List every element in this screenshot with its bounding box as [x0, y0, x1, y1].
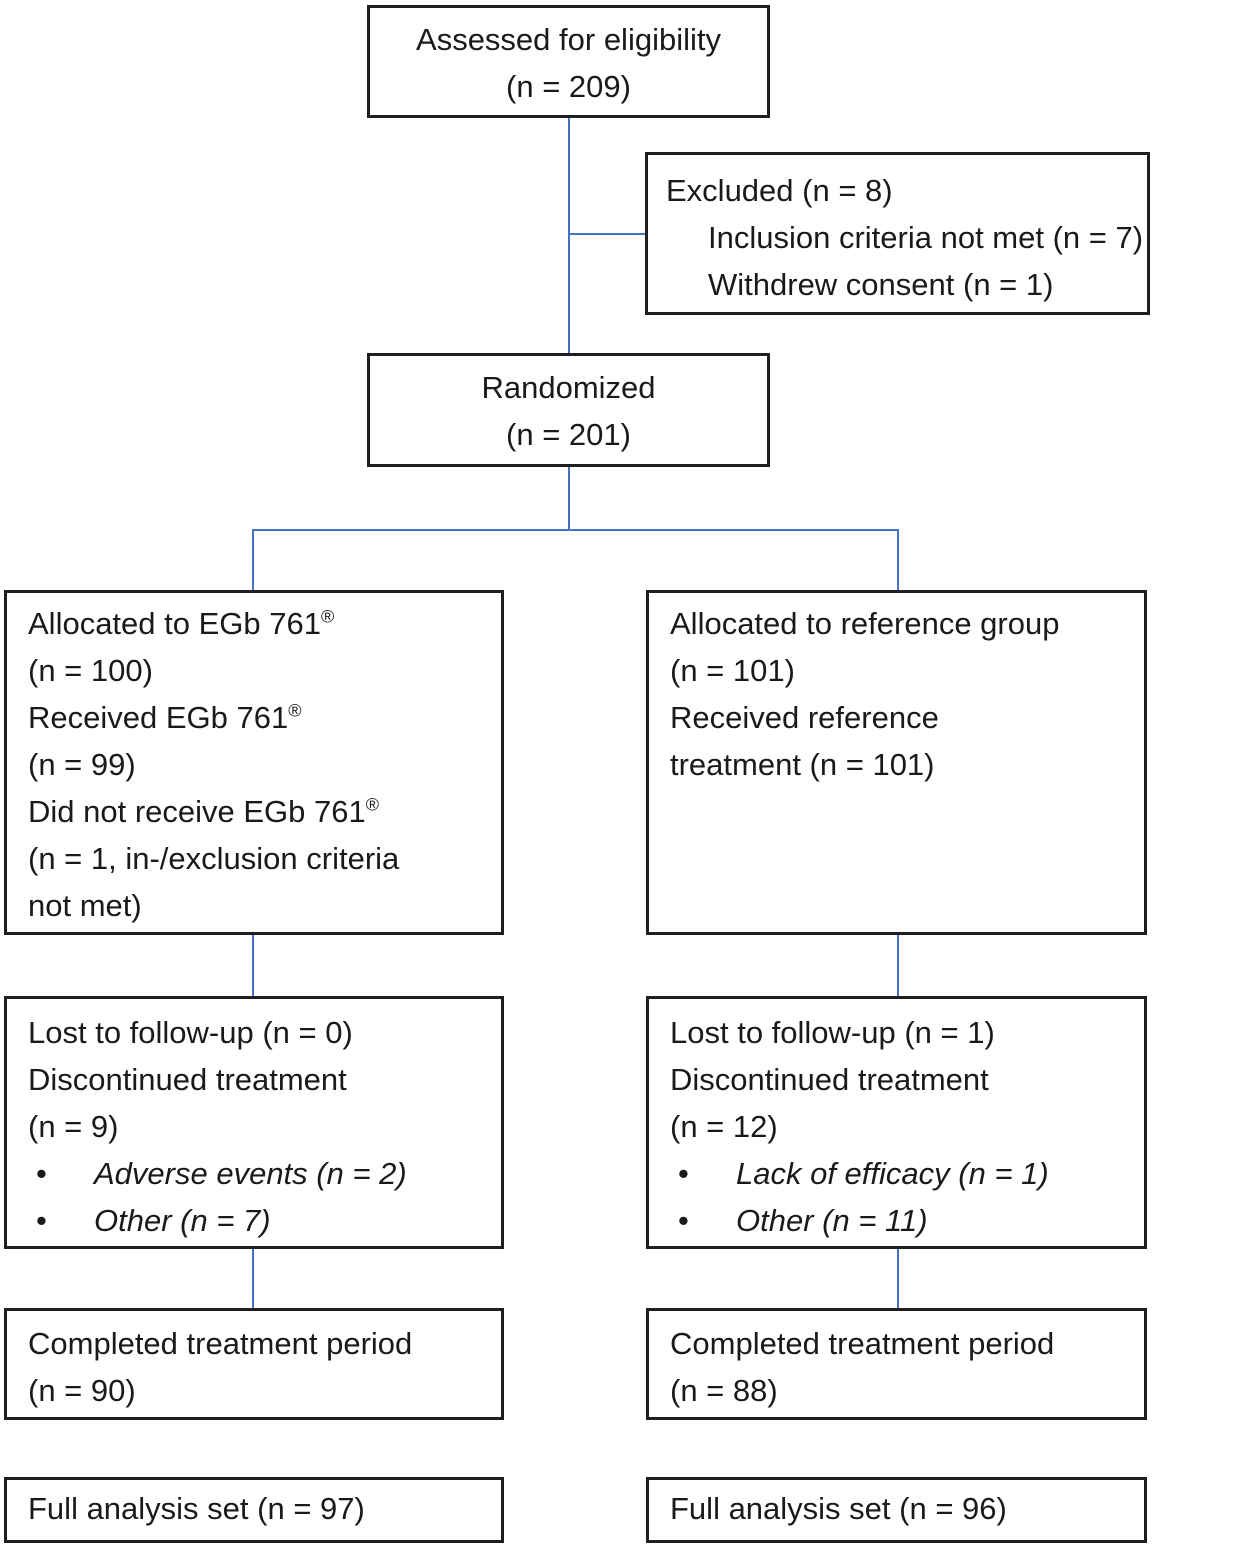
- allocation-line: Allocated to reference group: [670, 606, 1060, 641]
- followup-egb761-box: Lost to follow-up (n = 0) Discontinued t…: [4, 996, 504, 1249]
- connector-allocation-to-followup-left: [252, 935, 254, 996]
- full-analysis-label: Full analysis set (n = 96): [670, 1491, 1007, 1526]
- followup-reason: Lack of efficacy (n = 1): [670, 1150, 1123, 1197]
- completed-count: (n = 90): [28, 1373, 136, 1408]
- allocation-line: Received EGb 761®: [28, 700, 302, 735]
- connector-followup-to-completed-right: [897, 1249, 899, 1308]
- assessed-label: Assessed for eligibility: [416, 22, 721, 57]
- completed-reference-box: Completed treatment period (n = 88): [646, 1308, 1147, 1420]
- allocation-line: (n = 100): [28, 653, 153, 688]
- full-analysis-reference-box: Full analysis set (n = 96): [646, 1477, 1147, 1543]
- followup-line: Lost to follow-up (n = 1): [670, 1015, 995, 1050]
- followup-reason: Other (n = 11): [670, 1197, 1123, 1244]
- excluded-reason: Withdrew consent (n = 1): [708, 267, 1054, 302]
- followup-reference-box: Lost to follow-up (n = 1) Discontinued t…: [646, 996, 1147, 1249]
- full-analysis-label: Full analysis set (n = 97): [28, 1491, 365, 1526]
- followup-line: (n = 9): [28, 1109, 119, 1144]
- followup-line: (n = 12): [670, 1109, 778, 1144]
- followup-reason: Adverse events (n = 2): [28, 1150, 480, 1197]
- completed-label: Completed treatment period: [28, 1326, 413, 1361]
- connector-branch-horizontal: [252, 529, 899, 531]
- excluded-box: Excluded (n = 8) Inclusion criteria not …: [645, 152, 1150, 315]
- connector-branch-right-down: [897, 529, 899, 590]
- assessed-count: (n = 209): [506, 69, 631, 104]
- followup-line: Discontinued treatment: [670, 1062, 989, 1097]
- randomized-box: Randomized (n = 201): [367, 353, 770, 467]
- followup-line: Lost to follow-up (n = 0): [28, 1015, 353, 1050]
- allocation-line: Received reference: [670, 700, 939, 735]
- connector-branch-left-down: [252, 529, 254, 590]
- connector-to-excluded-box: [569, 233, 645, 235]
- completed-egb761-box: Completed treatment period (n = 90): [4, 1308, 504, 1420]
- allocation-line: (n = 101): [670, 653, 795, 688]
- allocation-line: treatment (n = 101): [670, 747, 935, 782]
- connector-randomized-down: [568, 467, 570, 529]
- completed-count: (n = 88): [670, 1373, 778, 1408]
- followup-line: Discontinued treatment: [28, 1062, 347, 1097]
- allocation-line: Did not receive EGb 761®: [28, 794, 379, 829]
- allocation-line: (n = 99): [28, 747, 136, 782]
- allocation-egb761-box: Allocated to EGb 761® (n = 100) Received…: [4, 590, 504, 935]
- assessed-for-eligibility-box: Assessed for eligibility (n = 209): [367, 5, 770, 118]
- excluded-heading: Excluded (n = 8): [666, 173, 893, 208]
- allocation-line: not met): [28, 888, 142, 923]
- excluded-reason: Inclusion criteria not met (n = 7): [708, 220, 1144, 255]
- followup-reason: Other (n = 7): [28, 1197, 480, 1244]
- connector-followup-to-completed-left: [252, 1249, 254, 1308]
- allocation-reference-box: Allocated to reference group (n = 101) R…: [646, 590, 1147, 935]
- completed-label: Completed treatment period: [670, 1326, 1055, 1361]
- connector-allocation-to-followup-right: [897, 935, 899, 996]
- allocation-line: Allocated to EGb 761®: [28, 606, 335, 641]
- full-analysis-egb761-box: Full analysis set (n = 97): [4, 1477, 504, 1543]
- allocation-line: (n = 1, in-/exclusion criteria: [28, 841, 400, 876]
- randomized-label: Randomized: [481, 370, 656, 405]
- connector-assessed-to-randomized: [568, 118, 570, 353]
- randomized-count: (n = 201): [506, 417, 631, 452]
